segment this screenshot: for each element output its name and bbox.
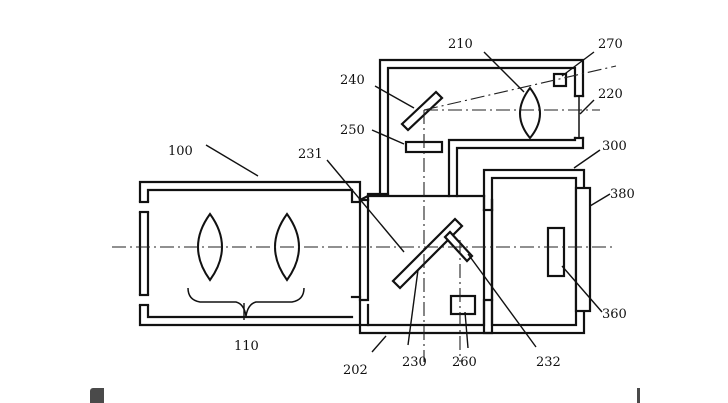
footer-right-edge bbox=[637, 388, 640, 403]
label-202: 202 bbox=[343, 363, 368, 378]
label-380: 380 bbox=[610, 187, 635, 202]
reference-labels: 100 110 202 210 220 230 231 232 240 250 … bbox=[168, 37, 635, 378]
label-360: 360 bbox=[602, 307, 627, 322]
label-250: 250 bbox=[340, 123, 365, 138]
label-260: 260 bbox=[452, 355, 477, 370]
label-100: 100 bbox=[168, 144, 193, 159]
leader-lines bbox=[206, 52, 610, 352]
label-210: 210 bbox=[448, 37, 473, 52]
back-unit-300 bbox=[484, 170, 584, 333]
display-380 bbox=[576, 188, 590, 311]
label-300: 300 bbox=[602, 139, 627, 154]
label-232: 232 bbox=[536, 355, 561, 370]
footer-left-tab bbox=[90, 388, 104, 403]
sensor-270 bbox=[554, 74, 566, 86]
viewer-footer-bar bbox=[90, 388, 640, 403]
element-260 bbox=[451, 296, 475, 314]
mirror-240 bbox=[402, 92, 442, 130]
eyepiece-lens-210 bbox=[520, 88, 540, 138]
label-220: 220 bbox=[598, 87, 623, 102]
label-231: 231 bbox=[298, 147, 323, 162]
label-110: 110 bbox=[234, 339, 259, 354]
lens-barrel-100 bbox=[137, 182, 363, 325]
label-230: 230 bbox=[402, 355, 427, 370]
sensor-360 bbox=[548, 228, 564, 276]
label-270: 270 bbox=[598, 37, 623, 52]
label-240: 240 bbox=[340, 73, 365, 88]
lens-group-110 bbox=[188, 214, 304, 316]
